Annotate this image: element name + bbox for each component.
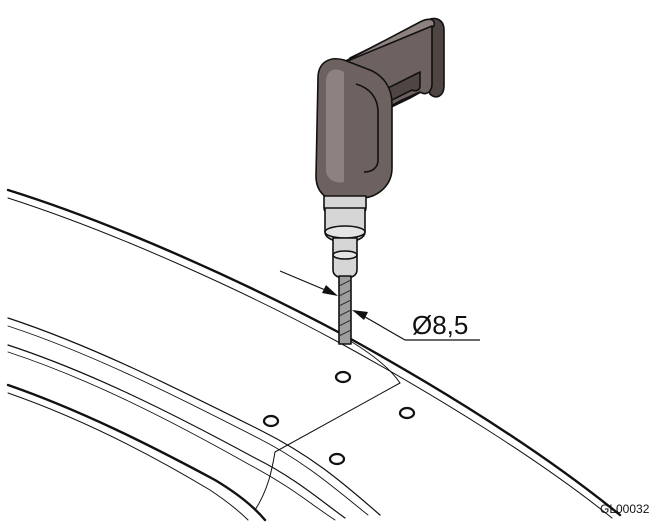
hole bbox=[398, 406, 416, 420]
rail-lower-edge-2 bbox=[7, 392, 249, 521]
joint-line-2 bbox=[254, 451, 276, 511]
rail-face-edge-2 bbox=[7, 325, 369, 516]
dimension-line-left bbox=[279, 270, 331, 293]
drill-body-panel bbox=[355, 83, 379, 173]
rail-lower-edge-1 bbox=[6, 383, 267, 522]
dimension-arrow-left bbox=[322, 285, 338, 296]
joint-line-1 bbox=[274, 382, 401, 453]
rail-beam bbox=[6, 188, 622, 522]
rail-face-edge-1 bbox=[7, 317, 381, 516]
holes bbox=[262, 370, 416, 466]
hole bbox=[334, 370, 352, 384]
dimension-label: Ø8,5 bbox=[412, 310, 468, 340]
hole bbox=[262, 414, 280, 428]
dimension-arrow-right bbox=[352, 310, 368, 320]
drill-bit bbox=[338, 275, 352, 345]
dimension-line-right bbox=[359, 313, 406, 341]
dimension-callout bbox=[279, 270, 480, 341]
rail-face-edge-4 bbox=[7, 351, 336, 521]
reference-code: GL00032 bbox=[600, 502, 650, 516]
drill-chuck-ring bbox=[324, 225, 366, 239]
rail-face-edge-3 bbox=[7, 344, 346, 519]
hole bbox=[328, 452, 346, 466]
drill-bit-flutes bbox=[338, 279, 352, 337]
drill-icon bbox=[315, 17, 445, 345]
drill-chuck-nose-ring bbox=[332, 250, 358, 260]
drill-body-highlight bbox=[326, 69, 344, 183]
rail-top-edge bbox=[6, 188, 622, 517]
